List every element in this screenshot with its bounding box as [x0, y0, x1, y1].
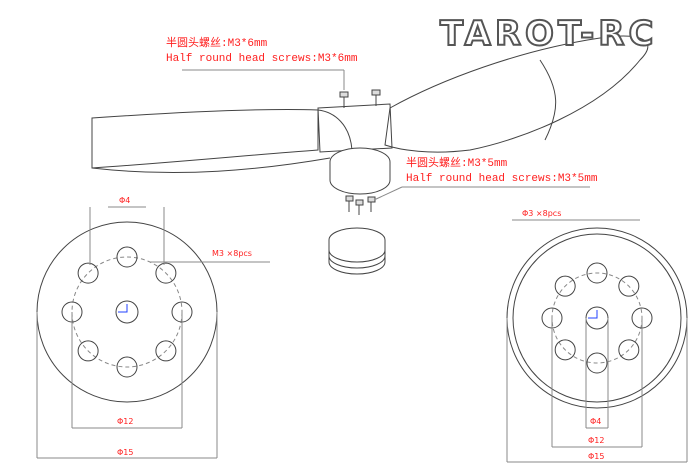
- left-blade: [91, 108, 319, 169]
- top-screw-note-cn: 半圆头螺丝:M3*6mm: [166, 38, 268, 50]
- left-hole-dia-label: Φ4: [119, 196, 131, 205]
- mount-hole: [554, 275, 576, 297]
- right-pcd-label: Φ12: [588, 436, 605, 445]
- top-screw-note-en: Half round head screws:M3*6mm: [166, 53, 358, 65]
- hub-plate: [317, 103, 393, 153]
- left-pcd-label: Φ12: [117, 417, 134, 426]
- mount-hole: [116, 356, 138, 378]
- mount-hole: [77, 340, 99, 362]
- screws: [339, 89, 381, 215]
- propeller: [91, 35, 649, 174]
- right-screws-label: Φ3 ×8pcs: [522, 209, 562, 218]
- left-motor-view: [36, 206, 270, 459]
- mount-hole: [155, 262, 177, 284]
- mount-hole: [618, 339, 640, 361]
- mount-hole: [586, 352, 608, 374]
- mid-screw-note-cn: 半圆头螺丝:M3*5mm: [406, 158, 508, 170]
- mount-hole: [155, 340, 177, 362]
- right-blade: [384, 35, 649, 153]
- mount-hole: [116, 246, 138, 268]
- leader-lines: [182, 69, 590, 201]
- right-motor-view: [506, 219, 688, 463]
- mount-hole: [586, 262, 608, 284]
- hub-assembly: [328, 147, 391, 275]
- right-hole-dia-label: Φ4: [590, 417, 602, 426]
- left-screws-label: M3 ×8pcs: [212, 249, 252, 258]
- mount-hole: [554, 339, 576, 361]
- left-outer-label: Φ15: [117, 448, 134, 457]
- mount-hole: [618, 275, 640, 297]
- mid-screw-note-en: Half round head screws:M3*5mm: [406, 173, 598, 185]
- mount-hole: [77, 262, 99, 284]
- tarot-rc-logo: TAROT-RC: [439, 13, 658, 55]
- right-outer-label: Φ15: [588, 452, 605, 461]
